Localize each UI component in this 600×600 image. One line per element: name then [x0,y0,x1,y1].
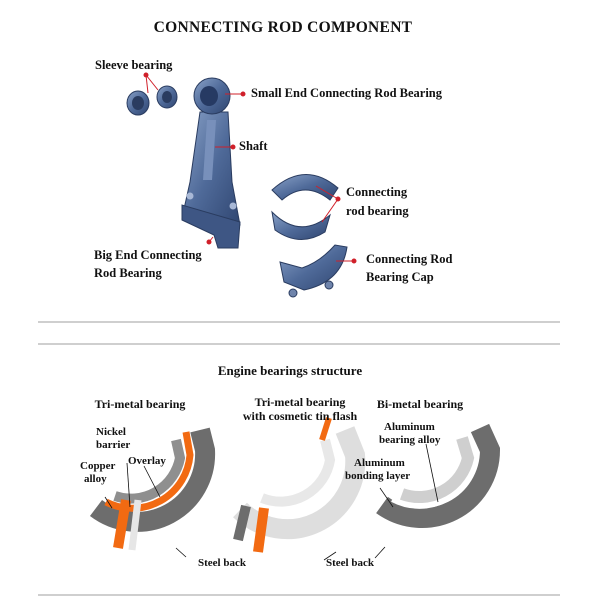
label-small-end: Small End Connecting Rod Bearing [251,86,443,100]
tin-flash-title-2: with cosmetic tin flash [242,409,358,423]
label-cap-1: Connecting Rod [366,252,453,266]
connecting-rod-bearing-drawing [271,174,339,240]
label-sleeve-bearing: Sleeve bearing [95,58,173,72]
tin-flash-title-1: Tri-metal bearing [254,395,346,409]
label-big-end-1: Big End Connecting [94,248,202,262]
label-big-end-2: Rod Bearing [94,266,162,280]
tri-metal-title: Tri-metal bearing [94,397,186,411]
leader-lines [143,72,357,264]
divider [38,343,560,345]
label-aluminum-alloy-2: bearing alloy [379,434,441,446]
label-steel-back-2: Steel back [326,557,374,569]
label-conn-rod-bearing-2: rod bearing [346,204,409,218]
divider [38,321,560,323]
label-copper-1: Copper [80,460,116,472]
divider [38,594,560,596]
bi-metal-title: Bi-metal bearing [376,397,464,411]
section-title: Engine bearings structure [217,363,363,378]
label-steel-back-1: Steel back [198,557,246,569]
bearing-cap-drawing [279,244,348,298]
tri-metal-bearing-drawing [89,427,216,551]
sleeve-bearing-drawing [126,85,178,116]
label-overlay: Overlay [128,455,166,467]
tin-flash-bearing-drawing [233,417,366,553]
page-title: CONNECTING ROD COMPONENT [153,19,413,36]
label-cap-2: Bearing Cap [366,270,434,284]
connecting-rod-drawing [181,77,241,249]
label-copper-2: alloy [84,473,107,485]
label-bonding-1: Aluminum [354,457,405,469]
label-conn-rod-bearing-1: Connecting [346,185,408,199]
label-aluminum-alloy-1: Aluminum [384,421,435,433]
label-bonding-2: bonding layer [345,470,411,482]
pointer-arrows [104,443,439,561]
label-nickel-1: Nickel [96,426,126,438]
bi-metal-bearing-drawing [376,423,501,528]
label-nickel-2: barrier [96,439,131,451]
label-shaft: Shaft [239,139,268,153]
